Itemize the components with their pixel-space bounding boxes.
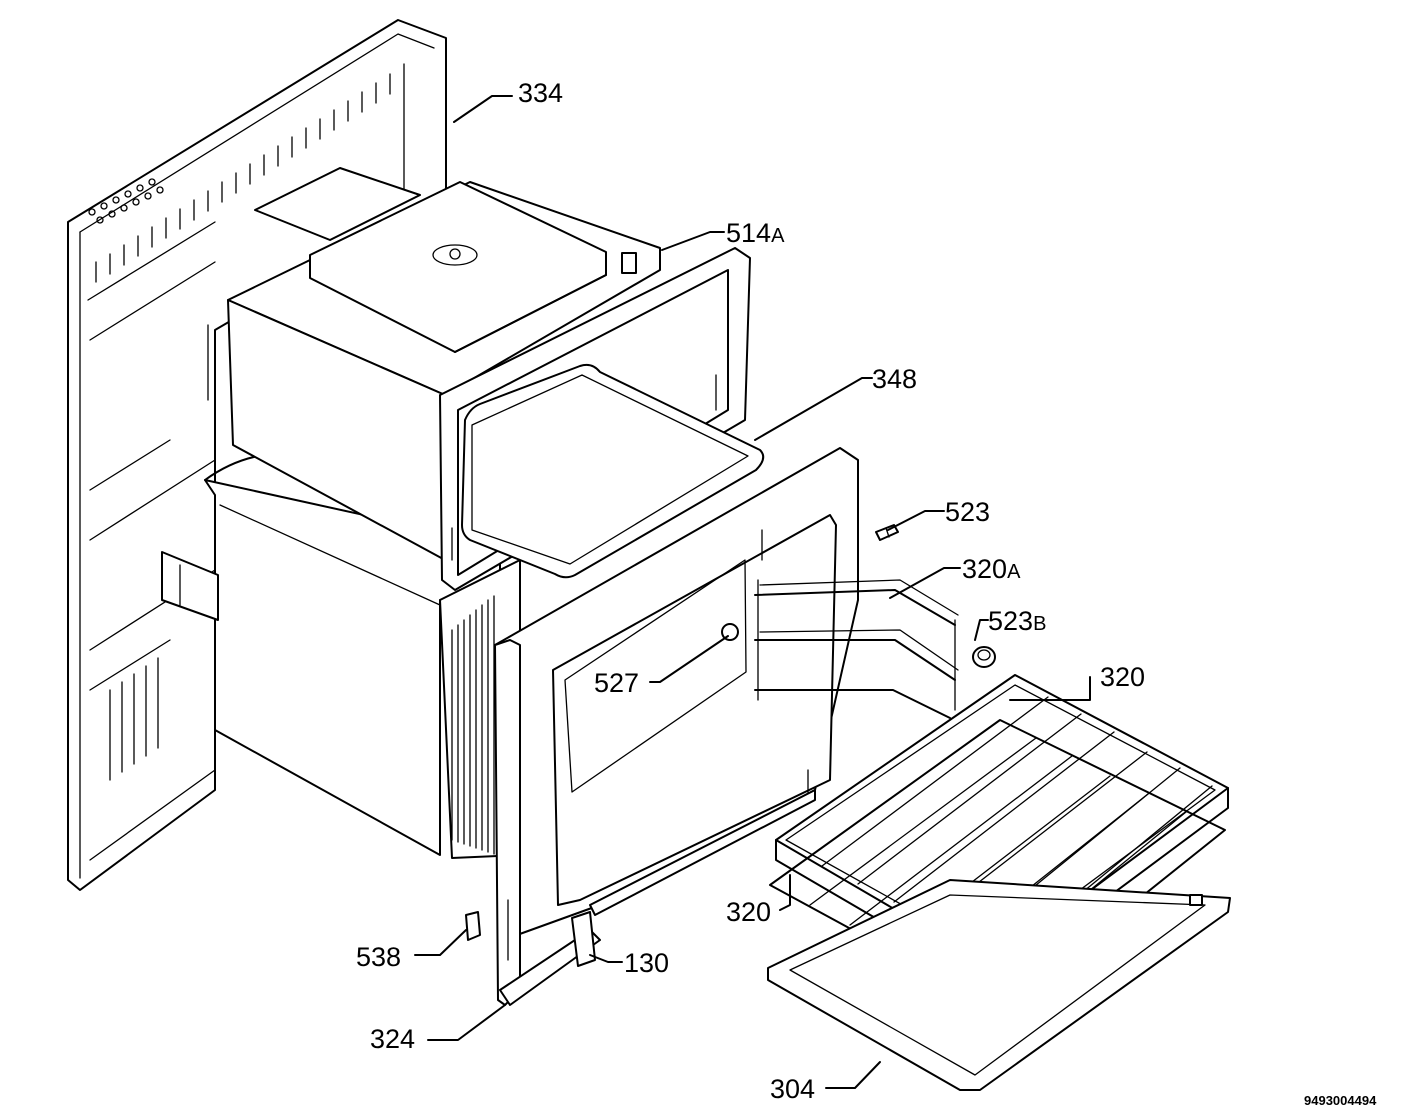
label-320-top: 320 [1100,662,1145,692]
label-527: 527 [594,668,639,698]
label-320a: 320A [962,554,1021,584]
part-523b-plug [972,646,996,668]
cavity-side-insulation-pattern [451,595,495,855]
oven-front-frame [494,447,859,936]
label-523b-number: 523 [988,606,1033,636]
part-348-door-seal [461,363,765,579]
label-514a: 514A [726,218,785,248]
label-523b: 523B [988,606,1046,636]
rear-panel-holes [88,178,164,224]
label-514a-suffix: A [771,225,785,247]
label-523: 523 [945,497,990,527]
rear-panel-vent-slots [95,73,391,781]
label-514a-number: 514 [726,218,771,248]
label-538: 538 [356,942,401,972]
drawing-code: 9493004494 [1304,1093,1377,1108]
part-538-clip [465,911,481,941]
label-324: 324 [370,1024,415,1054]
callout-labels: 334 514A 348 523 320A 523B 527 320 320 5… [356,78,1377,1108]
upper-oven-box [207,167,661,561]
part-130-hinge [571,911,596,967]
label-130: 130 [624,948,669,978]
part-304-baking-tray [767,879,1231,1091]
label-523b-suffix: B [1033,613,1046,635]
label-320-bottom: 320 [726,897,771,927]
label-304: 304 [770,1074,815,1104]
label-334: 334 [518,78,563,108]
label-320a-suffix: A [1007,561,1021,583]
part-320a-side-rail [754,579,959,719]
part-527-lamp [721,623,739,641]
label-348: 348 [872,364,917,394]
label-320a-number: 320 [962,554,1007,584]
leader-lines [414,95,1091,1089]
